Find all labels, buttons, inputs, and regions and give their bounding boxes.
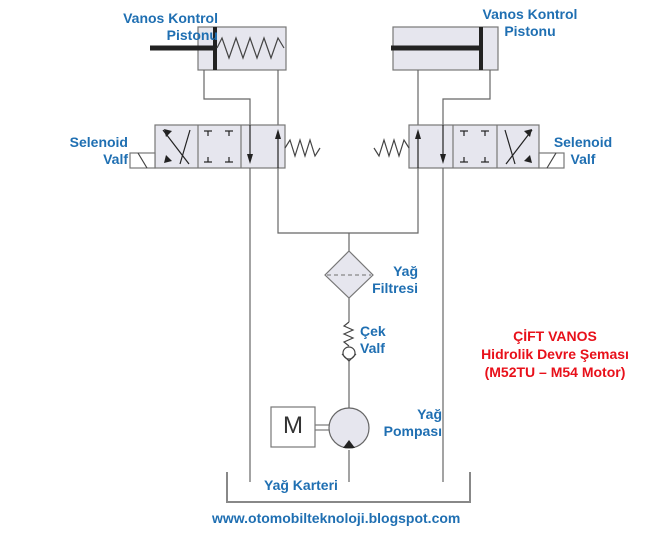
right-solenoid-label-line2: Valf (570, 151, 596, 167)
check-valve-label-line1: Çek (360, 323, 386, 339)
diagram-title: ÇİFT VANOS Hidrolik Devre Şeması (M52TU … (455, 327, 655, 381)
left-solenoid-label-line2: Valf (103, 151, 128, 167)
left-solenoid-label: Selenoid Valf (62, 134, 128, 168)
website-link[interactable]: www.otomobilteknoloji.blogspot.com (212, 510, 461, 526)
title-line2: Hidrolik Devre Şeması (481, 346, 629, 362)
pump-label: Yağ Pompası (370, 406, 442, 440)
title-line3: (M52TU – M54 Motor) (484, 364, 626, 380)
right-solenoid-label-line1: Selenoid (553, 134, 613, 150)
right-solenoid-valve (373, 124, 565, 169)
check-valve-label: Çek Valf (360, 323, 386, 357)
title-line1: ÇİFT VANOS (513, 328, 597, 344)
reservoir-label: Yağ Karteri (264, 477, 338, 493)
pump-label-line2: Pompası (383, 423, 442, 439)
circuit-lines (249, 168, 444, 482)
check-valve-label-line2: Valf (360, 340, 385, 356)
left-solenoid-valve (129, 124, 321, 169)
right-vanos-piston (391, 26, 499, 71)
pump-label-line1: Yağ (417, 406, 442, 422)
right-solenoid-label: Selenoid Valf (545, 134, 621, 168)
right-piston-label-line2: Pistonu (504, 23, 556, 39)
filter-label-line1: Yağ (393, 263, 418, 279)
filter-label-line2: Filtresi (372, 280, 418, 296)
right-piston-label: Vanos Kontrol Pistonu (470, 6, 590, 40)
left-piston-label-line2: Pistonu (166, 27, 218, 43)
motor-label: M (283, 412, 303, 439)
left-vanos-piston (150, 26, 287, 71)
left-piston-label-line1: Vanos Kontrol (123, 10, 218, 26)
right-piston-label-line1: Vanos Kontrol (482, 6, 578, 22)
oil-reservoir (226, 472, 471, 503)
piston-lines (203, 70, 491, 125)
filter-label: Yağ Filtresi (360, 263, 418, 297)
check-valve (341, 321, 357, 362)
motor (270, 406, 329, 448)
oil-filter (324, 250, 374, 299)
left-piston-label: Vanos Kontrol Pistonu (102, 10, 218, 44)
left-solenoid-label-line1: Selenoid (69, 134, 128, 150)
oil-pump (328, 407, 370, 449)
